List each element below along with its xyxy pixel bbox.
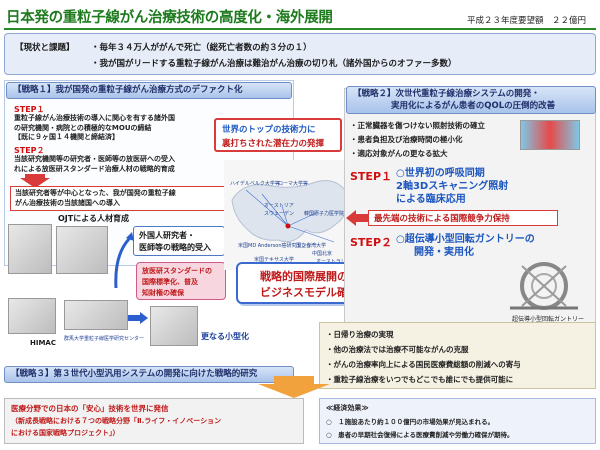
s1-intro-line1: 当該研究者等が中心となった、我が国発の重粒子線 (15, 189, 176, 197)
s2-step1-label: STEP１ (350, 170, 393, 183)
gantry-shape (510, 262, 578, 310)
scan-image (520, 120, 580, 150)
global-line1: 医療分野での日本の「安心」技術を世界に発信 (11, 404, 169, 413)
pink-line1: 放医研スタンダードの (142, 267, 212, 275)
competitiveness-text: 最先端の技術による国際競争力保持 (374, 214, 510, 224)
economic-line1: ○ １施設あたり約１００億円の市場効果が見込まれる。 (326, 418, 495, 426)
economic-label: ≪経済効果≫ (326, 404, 369, 412)
effect-3: ・がんの治療率向上による国民医療費総額の削減への寄与 (326, 360, 521, 369)
map-rome: ローマ大学等 (278, 181, 309, 187)
status-box: 【現状と課題】 ・毎年３４万人ががんで死亡（総死亡者数の約３分の１） ・我が国が… (4, 33, 596, 75)
foreign-researchers-box: 外国人研究者・ 医師等の戦略的受入 (133, 226, 225, 256)
title-divider (4, 28, 596, 30)
training-photo (8, 224, 52, 274)
strategy2-header-line2: 実用化によるがん患者のQOLの圧倒的改善 (391, 101, 556, 111)
doctor-photo (56, 226, 108, 274)
map-austria: オーストリア (264, 203, 294, 209)
s2-bullet-2: ・患者負担及び治療時間の極小化 (350, 135, 463, 144)
map-heidelberg: ハイデルベルク大学等 (230, 181, 280, 187)
strategy1-header: 【戦略１】我が国発の重粒子線がん治療方式のデファクト化 (6, 82, 292, 99)
competitiveness-callout: 最先端の技術による国際競争力保持 (368, 210, 558, 226)
s2-step2-line2: 開発・実用化 (414, 247, 474, 258)
s2-bullet-3: ・適応対象がんの更なる拡大 (350, 149, 448, 158)
business-line2: ビジネスモデル確立 (260, 286, 359, 299)
s2-step1-line3: による臨床応用 (396, 194, 466, 205)
map-taiwan: 国立台湾大学 (296, 243, 327, 249)
gantry-label: 超伝導小型回転ガントリー (512, 316, 585, 323)
world-map: ハイデルベルク大学等 ローマ大学等 オーストリア スウェーデン 韓国原子力医学院… (224, 160, 354, 270)
map-china: 中国北京 (312, 251, 333, 257)
s1-step1-label: STEP１ (14, 105, 45, 114)
map-shape (231, 180, 349, 243)
strategy2-header-line1: 【戦略２】次世代重粒子線治療システムの開発・ (353, 89, 540, 99)
business-line1: 戦略的国際展開の (260, 270, 348, 283)
strategy2-header: 【戦略２】次世代重粒子線治療システムの開発・ 実用化によるがん患者のQOLの圧倒… (346, 86, 596, 114)
potential-box: 世界のトップの技術力に 裏打ちされた潜在力の発揮 (214, 118, 342, 152)
status-line-1: ・毎年３４万人ががんで死亡（総死亡者数の約３分の１） (91, 43, 312, 53)
pink-line3: 知財権の確保 (142, 289, 184, 297)
s2-bullet-1: ・正常臓器を傷つけない照射技術の確立 (350, 121, 485, 130)
s2-step2-label: STEP２ (350, 236, 393, 249)
standardization-box: 放医研スタンダードの 国際標準化、普及 知財権の確保 (136, 262, 226, 300)
budget-label: 平成２３年度要望額 ２２億円 (466, 16, 586, 26)
foreign-line1: 外国人研究者・ (139, 231, 195, 240)
status-line-2: ・我が国がリードする重粒子線がん治療は難治がん治療の切り札（諸外国からのオファー… (91, 59, 457, 69)
status-label: 【現状と課題】 (15, 43, 75, 53)
effect-4: ・重粒子線治療をいつでもどこでも誰にでも提供可能に (326, 375, 514, 384)
big-down-arrow-icon (258, 376, 330, 398)
effects-box: ・日帰り治療の実現 ・他の治療法では治療不可能ながんの克服 ・がんの治療率向上に… (319, 322, 596, 389)
ojt-label: OJTによる人材育成 (58, 214, 129, 223)
right-arrow-icon (128, 312, 148, 324)
economic-effects-box: ≪経済効果≫ ○ １施設あたり約１００億円の市場効果が見込まれる。 ○ 患者の早… (319, 398, 596, 444)
global-line2: （新成長戦略における７つの戦略分野「Ⅱ.ライフ・イノベーション (11, 417, 222, 425)
downsize-label: 更なる小型化 (201, 332, 249, 341)
s1-step1-line2: の研究機関・病院との積極的なMOUの締結 (14, 123, 152, 132)
down-arrow-icon (20, 174, 50, 188)
s1-step2-line1: 当該研究機関等の研究者・医師等の放医研への受入 (14, 155, 175, 163)
s2-step2-line1: ○超伝導小型回転ガントリーの (396, 234, 535, 245)
s1-step2-label: STEP２ (14, 146, 45, 155)
gantry-image (500, 258, 588, 314)
map-usa: 米国MD Anderson癌研究センター (238, 243, 317, 249)
curved-arrow-icon (114, 232, 134, 289)
compact-facility-photo (150, 306, 198, 346)
map-usa2: 米国テキサス大学 (254, 257, 294, 263)
hospital-label: 群馬大学重粒子線医学研究センター (64, 336, 145, 342)
s1-intro-box: 当該研究者等が中心となった、我が国発の重粒子線 がん治療技術の当該諸国への導入 (10, 186, 236, 211)
s1-step1-line1: 重粒子線がん治療技術の導入に関心を有する諸外国 (14, 114, 175, 122)
global-message-box: 医療分野での日本の「安心」技術を世界に発信 （新成長戦略における７つの戦略分野「… (4, 398, 304, 444)
map-korea: 韓国原子力医学院 (304, 211, 345, 217)
effect-2: ・他の治療法では治療不可能ながんの克服 (326, 345, 469, 354)
pink-line2: 国際標準化、普及 (142, 278, 198, 286)
potential-line2: 裏打ちされた潜在力の発揮 (222, 139, 325, 149)
s2-step1-line1: ○世界初の呼吸同期 (396, 168, 485, 179)
economic-line2: ○ 患者の早期社会復帰による医療費削減や労働力確保が期待。 (326, 431, 514, 439)
global-line3: における国家戦略プロジェクト」） (11, 429, 120, 437)
hospital-photo (64, 300, 128, 330)
effect-1: ・日帰り治療の実現 (326, 330, 394, 339)
left-arrow-icon (346, 210, 368, 226)
s2-step1-line2: 2軸3Dスキャニング照射 (396, 181, 509, 192)
s1-step1-line3: 【既に９ヶ国１４機関と締結済】 (14, 133, 119, 141)
foreign-line2: 医師等の戦略的受入 (139, 243, 211, 252)
himac-label: HIMAC (30, 339, 56, 347)
map-sweden: スウェーデン (264, 211, 295, 217)
potential-line1: 世界のトップの技術力に (222, 125, 316, 135)
page-title: 日本発の重粒子線がん治療技術の高度化・海外展開 (6, 10, 333, 26)
s1-intro-line2: がん治療技術の当該諸国への導入 (15, 199, 120, 207)
himac-photo (8, 298, 56, 334)
strategy3-header: 【戦略３】第３世代小型汎用システムの開発に向けた戦略的研究 (4, 366, 294, 383)
s1-step2-line2: れによる放医研スタンダード治療人材の戦略的育成 (14, 164, 175, 173)
